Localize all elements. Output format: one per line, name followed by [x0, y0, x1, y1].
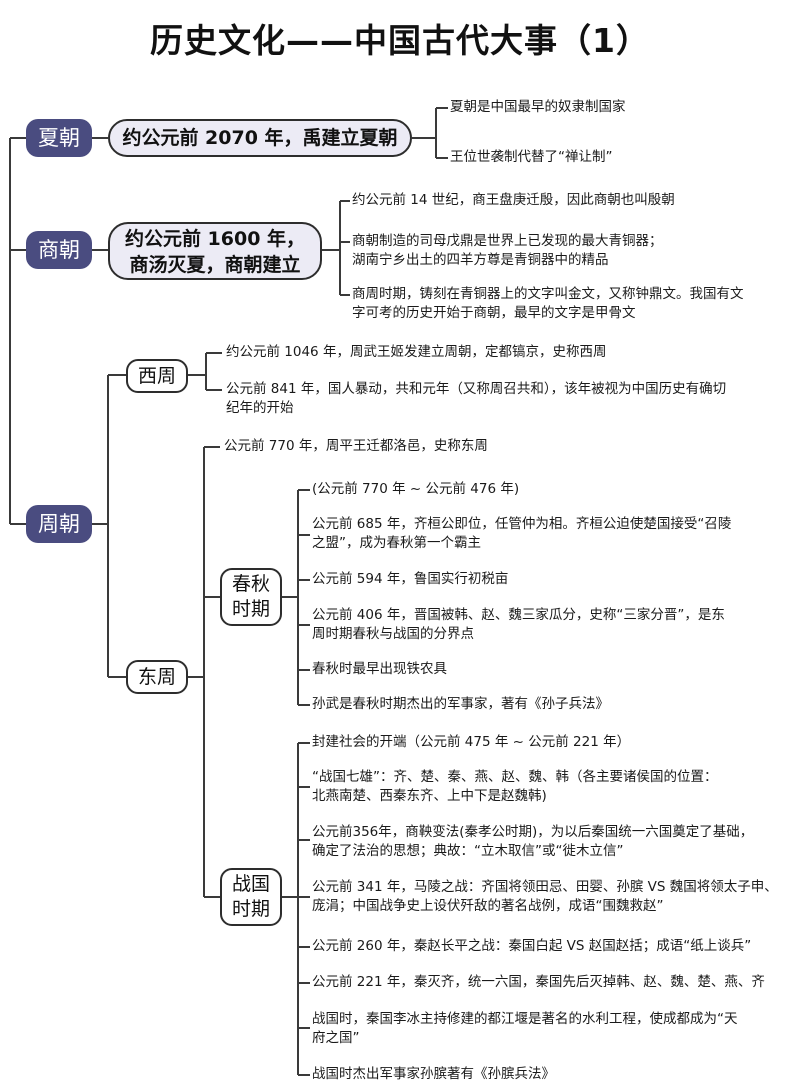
zhanguo-label-line-1: 战国	[231, 873, 270, 895]
west-zhou-fact-1: 约公元前 1046 年，周武王姬发建立周朝，定都镐京，史称西周	[226, 344, 607, 360]
xia-fact-2: 王位世袭制代替了“禅让制”	[450, 149, 613, 165]
chunqiu-label: 春秋 时期	[220, 568, 282, 626]
chunqiu-label-line-2: 时期	[231, 598, 270, 620]
zhanguo-fact-6: 公元前 221 年，秦灭齐，统一六国，秦国先后灭掉韩、赵、魏、楚、燕、齐	[312, 974, 765, 990]
zhanguo-fact-3a: 公元前356年，商鞅变法(秦孝公时期)，为以后秦国统一六国奠定了基础，	[312, 824, 754, 840]
zhanguo-fact-3b: 确定了法治的思想；典故：“立木取信”或“徙木立信”	[312, 843, 624, 859]
chunqiu-fact-5: 春秋时最早出现铁农具	[312, 661, 447, 677]
zhanguo-fact-1: 封建社会的开端（公元前 475 年 ~ 公元前 221 年）	[312, 734, 631, 750]
zhanguo-fact-4a: 公元前 341 年，马陵之战：齐国将领田忌、田婴、孙膑 VS 魏国将领太子申、	[312, 879, 778, 895]
zhanguo-fact-4b: 庞涓；中国战争史上设伏歼敌的著名战例，成语“围魏救赵”	[312, 898, 664, 914]
shang-summary: 约公元前 1600 年， 商汤灭夏，商朝建立	[108, 222, 322, 280]
zhanguo-label: 战国 时期	[220, 868, 282, 926]
chunqiu-fact-2a: 公元前 685 年，齐桓公即位，任管仲为相。齐桓公迫使楚国接受“召陵	[312, 516, 732, 532]
dynasty-xia: 夏朝	[26, 119, 92, 157]
xia-fact-1: 夏朝是中国最早的奴隶制国家	[450, 99, 626, 115]
chunqiu-fact-4a: 公元前 406 年，晋国被韩、赵、魏三家瓜分，史称“三家分晋”，是东	[312, 607, 725, 623]
west-zhou-fact-2b: 纪年的开始	[226, 400, 294, 416]
shang-fact-2b: 湖南宁乡出土的四羊方尊是青铜器中的精品	[352, 252, 609, 268]
zhanguo-label-line-2: 时期	[231, 898, 270, 920]
shang-summary-line-2: 商汤灭夏，商朝建立	[129, 254, 301, 276]
chunqiu-label-line-1: 春秋	[231, 573, 270, 595]
east-zhou-intro: 公元前 770 年，周平王迁都洛邑，史称东周	[224, 438, 488, 454]
dynasty-zhou: 周朝	[26, 505, 92, 543]
chunqiu-fact-4b: 周时期春秋与战国的分界点	[312, 626, 474, 642]
chunqiu-fact-2b: 之盟”，成为春秋第一个霸主	[312, 535, 481, 551]
zhanguo-fact-8: 战国时杰出军事家孙膑著有《孙膑兵法》	[312, 1066, 555, 1082]
xia-summary: 约公元前 2070 年，禹建立夏朝	[108, 119, 412, 157]
chunqiu-fact-1: (公元前 770 年 ~ 公元前 476 年)	[312, 481, 520, 497]
zhanguo-fact-2b: 北燕南楚、西秦东齐、上中下是赵魏韩)	[312, 788, 547, 804]
chunqiu-fact-6: 孙武是春秋时期杰出的军事家，著有《孙子兵法》	[312, 696, 609, 712]
zhanguo-fact-7b: 府之国”	[312, 1030, 360, 1046]
dynasty-shang: 商朝	[26, 231, 92, 269]
page-title: 历史文化——中国古代大事（1）	[150, 21, 650, 60]
chunqiu-fact-3: 公元前 594 年，鲁国实行初税亩	[312, 571, 509, 587]
zhanguo-fact-2a: “战国七雄”：齐、楚、秦、燕、赵、魏、韩（各主要诸侯国的位置：	[312, 769, 718, 785]
shang-fact-2a: 商朝制造的司母戊鼎是世界上已发现的最大青铜器；	[352, 233, 663, 249]
zhanguo-fact-5: 公元前 260 年，秦赵长平之战：秦国白起 VS 赵国赵括；成语“纸上谈兵”	[312, 938, 752, 954]
east-zhou-label: 东周	[126, 660, 188, 694]
shang-fact-1: 约公元前 14 世纪，商王盘庚迁殷，因此商朝也叫殷朝	[352, 192, 675, 208]
shang-summary-line-1: 约公元前 1600 年，	[124, 228, 306, 250]
shang-fact-3a: 商周时期，铸刻在青铜器上的文字叫金文，又称钟鼎文。我国有文	[352, 286, 744, 302]
zhanguo-fact-7a: 战国时，秦国李冰主持修建的都江堰是著名的水利工程，使成都成为“天	[312, 1011, 738, 1027]
west-zhou-label: 西周	[126, 359, 188, 393]
shang-fact-3b: 字可考的历史开始于商朝，最早的文字是甲骨文	[352, 305, 636, 321]
west-zhou-fact-2a: 公元前 841 年，国人暴动，共和元年（又称周召共和），该年被视为中国历史有确切	[226, 381, 727, 397]
